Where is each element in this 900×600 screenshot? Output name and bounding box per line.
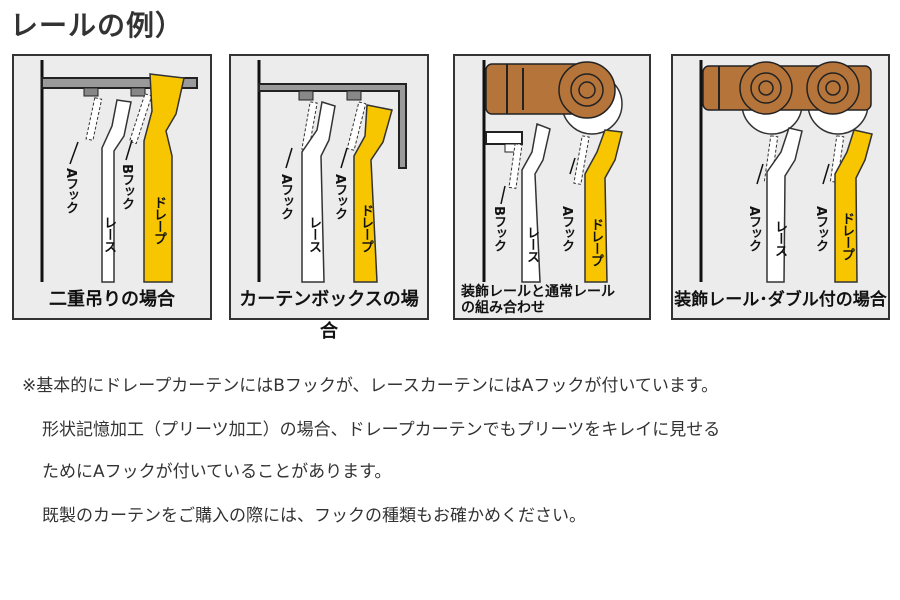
hook-label: Aフック bbox=[332, 174, 347, 220]
drape-label: ドレープ bbox=[588, 218, 603, 266]
panel-caption-line: 装飾レールと通常レール bbox=[461, 284, 615, 300]
hook-label: Bフック bbox=[119, 164, 134, 209]
panel-double-hanging: Aフック Bフック レース ドレープ 二重吊りの場合 bbox=[12, 54, 212, 320]
page-title: レールの例） bbox=[10, 9, 185, 42]
lace-label: レース bbox=[524, 226, 539, 262]
note-line: ※基本的にドレープカーテンにはBフックが、レースカーテンにはAフックが付いていま… bbox=[22, 376, 719, 396]
drape-label: ドレープ bbox=[151, 196, 166, 244]
panel-caption-line: の組み合わせ bbox=[461, 300, 545, 316]
panel-caption: カーテンボックスの場合 bbox=[239, 289, 419, 342]
drape-label: ドレープ bbox=[839, 212, 854, 260]
note-line: 形状記憶加工（プリーツ加工）の場合、ドレープカーテンでもプリーツをキレイに見せる bbox=[42, 420, 721, 440]
panel-decorative-and-normal-rail: Bフック レース Aフック ドレープ 装飾レールと通常レール の組み合わせ bbox=[453, 54, 651, 320]
hook-label: Aフック bbox=[278, 174, 293, 220]
lace-label: レース bbox=[101, 216, 116, 252]
double-rail-illustration bbox=[40, 60, 198, 283]
hook-label: Bフック bbox=[491, 206, 506, 251]
curtain-box-illustration bbox=[257, 60, 407, 283]
lace-label: レース bbox=[772, 220, 787, 256]
panel-curtain-box: Aフック Aフック レース ドレープ カーテンボックスの場合 bbox=[229, 54, 429, 342]
hook-label: Aフック bbox=[746, 206, 761, 252]
lace-label: レース bbox=[306, 216, 321, 252]
note-line: ためにAフックが付いていることがあります。 bbox=[42, 462, 392, 482]
decorative-rail-illustration bbox=[482, 60, 623, 283]
hook-label: Aフック bbox=[813, 206, 828, 252]
drape-label: ドレープ bbox=[358, 204, 373, 252]
panel-caption: 装飾レールと通常レール の組み合わせ bbox=[455, 284, 649, 316]
panel-caption: 装飾レール･ダブル付の場合 bbox=[674, 290, 887, 310]
panel-decorative-double-rail: Aフック レース Aフック ドレープ 装飾レール･ダブル付の場合 bbox=[671, 54, 890, 320]
hook-label: Aフック bbox=[559, 206, 574, 252]
panel-caption: 二重吊りの場合 bbox=[49, 289, 175, 310]
note-line: 既製のカーテンをご購入の際には、フックの種類もお確かめください。 bbox=[42, 506, 586, 526]
decorative-double-rail-illustration bbox=[699, 60, 873, 283]
hook-label: Aフック bbox=[63, 168, 78, 214]
